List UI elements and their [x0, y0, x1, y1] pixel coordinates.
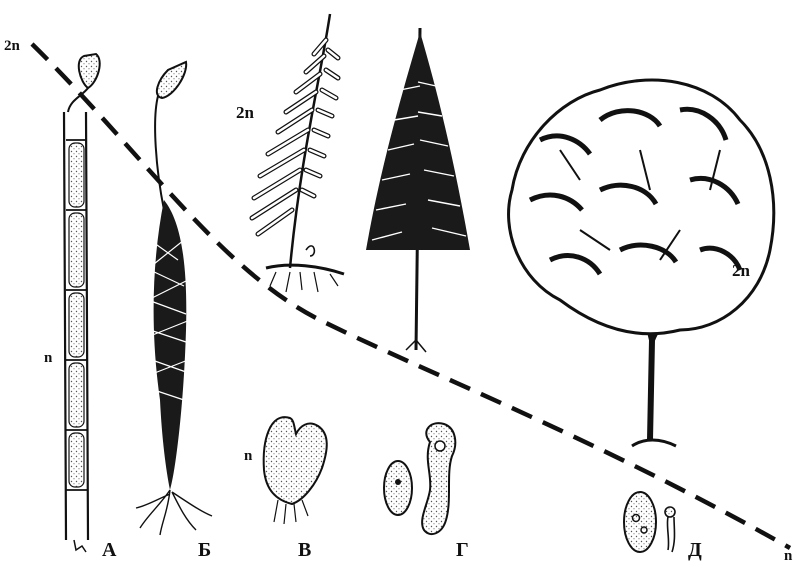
fern-ploidy-label: 2n	[236, 103, 255, 122]
panel-v-letter: В	[298, 539, 311, 561]
moss-with-capsule-icon	[136, 62, 212, 535]
panel-a-ploidy-label: n	[44, 350, 53, 366]
panel-b-letter: Б	[198, 539, 211, 561]
panel-v-ploidy-label: n	[244, 448, 253, 464]
gradient-start-label: 2n	[4, 38, 21, 54]
panel-d-letter: Д	[688, 539, 702, 561]
conifer-tree-icon	[366, 28, 470, 352]
pollen-grain-and-pollen-tube-icon	[624, 492, 675, 552]
panel-a-letter: А	[102, 539, 117, 561]
fern-frond-icon	[252, 14, 344, 292]
algal-filament-with-sporangium-icon	[64, 54, 100, 552]
tree-ploidy-label: 2n	[732, 261, 751, 280]
spore-and-germinating-cell-icon	[384, 423, 455, 534]
fern-prothallus-icon	[264, 417, 327, 524]
gradient-end-label: n	[784, 548, 793, 564]
panel-g-letter: Г	[456, 539, 469, 561]
